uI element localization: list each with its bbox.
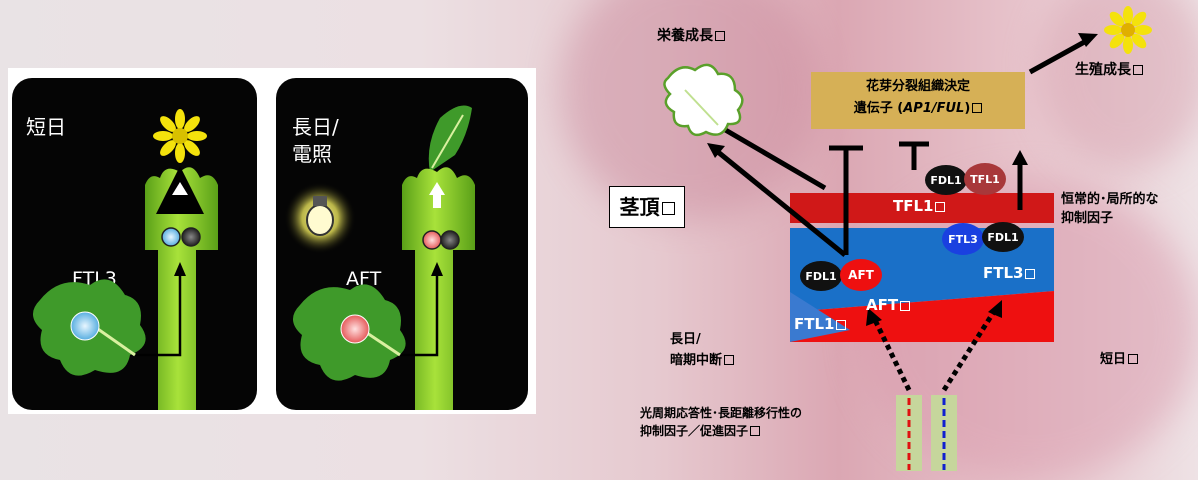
ftl3-region-label: FTL3 [983,264,1036,283]
long-day-line1: 長日/ [670,332,701,347]
box-glyph [661,202,675,215]
long-day-label-line2: 電照 [292,142,332,166]
box-glyph [900,301,911,311]
aft-complex: AFT [840,259,882,291]
aft-region-label: AFT [866,296,911,315]
tfl1-region-label: TFL1 [893,197,946,216]
box-glyph [1133,65,1143,75]
light-bulb-icon [284,182,356,254]
short-day-label: 短日 [26,115,66,139]
box-glyph [724,355,735,365]
box-glyph [935,202,946,212]
long-day-label-line1: 長日/ [292,115,339,139]
box-glyph [972,103,983,113]
ftl1-region-label: FTL1 [794,315,847,334]
ftl3-complex: FTL3 [942,223,984,255]
box-glyph [715,31,725,41]
constitutive-line2: 抑制因子 [1061,211,1114,226]
shoot-apex-label: 茎頂 [609,186,685,228]
fdl1-complex: FDL1 [982,222,1024,252]
mobile-line1: 光周期応答性･長距離移行性の [640,406,803,420]
sunflower-icon [153,109,207,163]
tfl1-complex: TFL1 [964,163,1006,195]
regulation-arrows [716,37,1090,257]
long-day-night-break-label: 長日/ 暗期中断 [670,329,735,371]
box-glyph [1025,269,1036,279]
plant-stem-long-day [375,167,475,410]
box-glyph [1128,354,1139,364]
reproductive-growth-label: 生殖成長 [1075,61,1143,80]
fdl1-complex: FDL1 [925,165,967,195]
box-glyph [750,426,761,436]
leaf-top-icon [428,105,472,172]
mobile-line2: 抑制因子／促進因子 [640,422,802,440]
plant-stem-short-day [118,166,218,410]
leaf-outline-icon [663,63,744,137]
aft-label: AFT [346,268,382,290]
leaf-icon [292,284,406,381]
meristem-gene-label: 花芽分裂組織決定 遺伝子 (AP1/FUL) [811,76,1025,120]
gene-box [811,72,1025,129]
short-day-label: 短日 [1100,350,1139,369]
vegetative-growth-label: 栄養成長 [657,27,725,46]
constitutive-line1: 恒常的･局所的な [1061,192,1159,207]
box-glyph [836,320,847,330]
fdl1-complex: FDL1 [800,261,842,291]
mobile-factor-label: 光周期応答性･長距離移行性の 抑制因子／促進因子 [640,404,802,440]
apex-regions [790,193,1054,342]
meristem-gene-line2: 遺伝子 (AP1/FUL) [811,98,1025,120]
sunflower-icon [1104,6,1152,54]
long-day-line2: 暗期中断 [670,350,735,371]
leaf-icon [32,279,146,376]
meristem-gene-line1: 花芽分裂組織決定 [865,79,970,94]
constitutive-inhibitor-label: 恒常的･局所的な 抑制因子 [1061,190,1159,228]
signal-stems [866,300,1002,471]
